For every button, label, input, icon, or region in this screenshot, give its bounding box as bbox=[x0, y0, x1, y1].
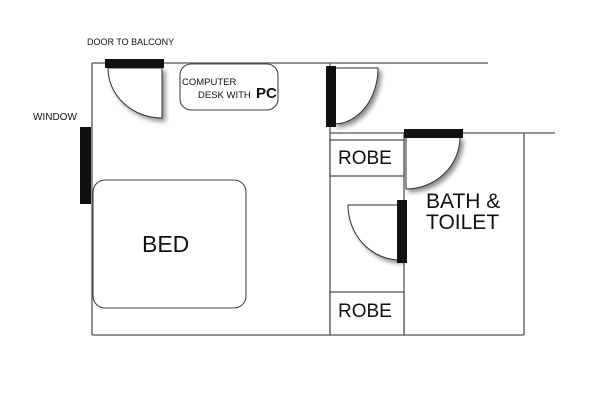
bed bbox=[92, 179, 247, 309]
bath-door-bar bbox=[404, 129, 463, 138]
door-swing-balcony bbox=[107, 67, 163, 119]
robe-top-box bbox=[329, 139, 405, 177]
door-swing-robe bbox=[347, 204, 401, 261]
computer-desk bbox=[179, 63, 279, 111]
balcony-door-bar bbox=[105, 59, 164, 68]
door-to-balcony-label: DOOR TO BALCONY bbox=[87, 37, 175, 47]
robe-door-bar bbox=[397, 200, 407, 263]
bed-label: BED bbox=[142, 231, 190, 257]
openings bbox=[80, 59, 463, 263]
window-label: WINDOW bbox=[33, 112, 77, 123]
desk-label-line2: DESK WITH bbox=[198, 90, 251, 101]
hall-door-bar bbox=[326, 66, 336, 127]
robe-top-label: ROBE bbox=[338, 148, 392, 169]
robe-bottom-box bbox=[329, 291, 405, 336]
desk-label-pc: PC bbox=[256, 85, 277, 102]
door-swing-bath bbox=[405, 136, 461, 190]
bath-label-line2: TOILET bbox=[426, 211, 500, 234]
desk-label-line1: COMPUTER bbox=[182, 77, 237, 88]
bath-label-line1: BATH & bbox=[426, 190, 501, 213]
door-swing-hall bbox=[333, 67, 379, 125]
robe-bottom-label: ROBE bbox=[338, 301, 392, 322]
window-bar bbox=[80, 127, 91, 204]
